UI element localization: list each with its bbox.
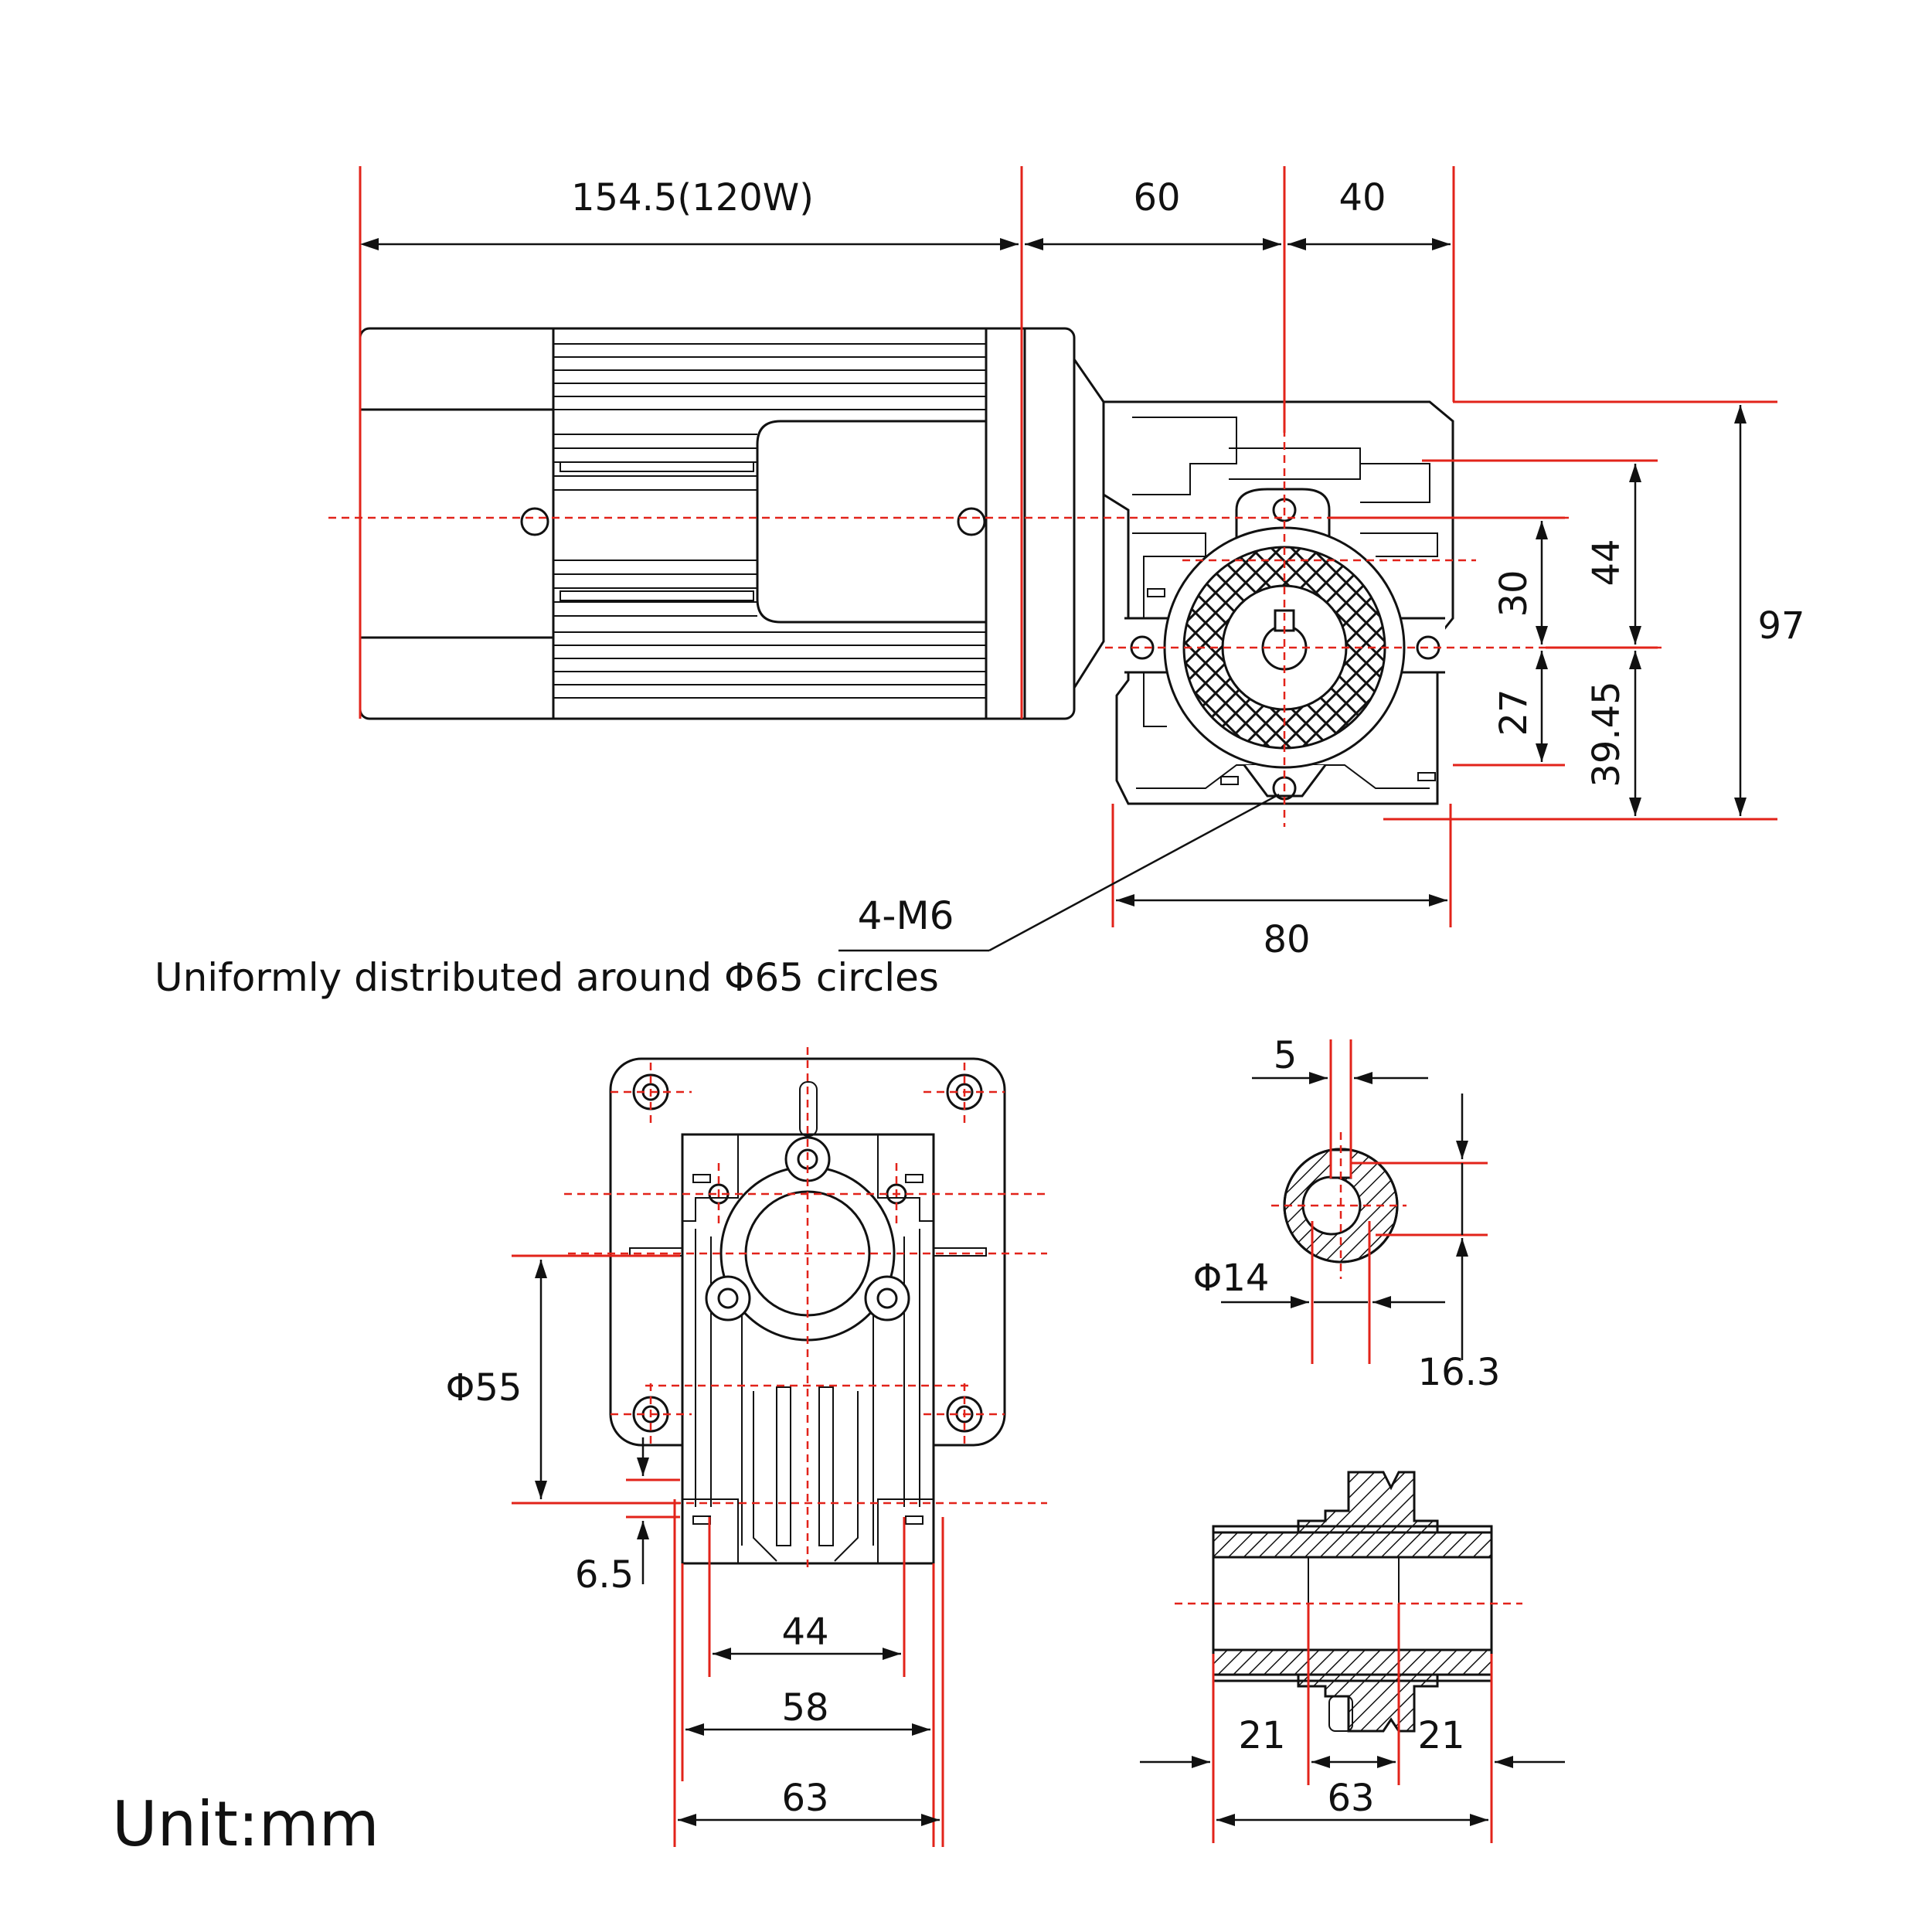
dim-motor-length: 154.5(120W) — [571, 176, 814, 219]
gearbox-side-view — [1102, 400, 1454, 805]
front-view-dimension-lines — [535, 1260, 940, 1826]
dim-30: 30 — [1492, 570, 1536, 617]
dim-hub-right: 21 — [1417, 1714, 1464, 1757]
side-view-extension-lines — [328, 166, 1777, 927]
dim-39-45: 39.45 — [1585, 681, 1628, 787]
dim-44-side: 44 — [1585, 539, 1628, 586]
shaft-bore-section — [1221, 1039, 1488, 1364]
side-view-dimension-lines — [360, 238, 1747, 952]
dim-key-width: 5 — [1274, 1034, 1298, 1077]
motor-fins — [553, 343, 986, 699]
mounting-description: Uniformly distributed around Φ65 circles — [155, 955, 939, 1000]
hub-section — [1140, 1471, 1565, 1843]
dim-key-depth: 16.3 — [1418, 1351, 1501, 1394]
dim-63-front: 63 — [781, 1777, 828, 1820]
unit-label: Unit:mm — [112, 1788, 379, 1860]
dim-phi55: Φ55 — [446, 1366, 522, 1410]
dim-6-5: 6.5 — [575, 1553, 634, 1597]
front-view-lines — [512, 1047, 1047, 1847]
dim-hub-left: 21 — [1238, 1714, 1285, 1757]
dim-gear-width: 80 — [1263, 918, 1310, 961]
dim-44-front: 44 — [781, 1611, 828, 1654]
dim-58: 58 — [781, 1686, 828, 1730]
dim-gear-half: 40 — [1338, 176, 1386, 219]
dim-97: 97 — [1757, 604, 1804, 648]
dim-27: 27 — [1492, 689, 1536, 736]
mounting-holes-label: 4-M6 — [858, 893, 954, 938]
motor-side-view — [359, 327, 1105, 720]
dim-bore: Φ14 — [1193, 1257, 1270, 1300]
dim-gear-offset: 60 — [1133, 176, 1180, 219]
dim-hub-total: 63 — [1327, 1777, 1374, 1820]
